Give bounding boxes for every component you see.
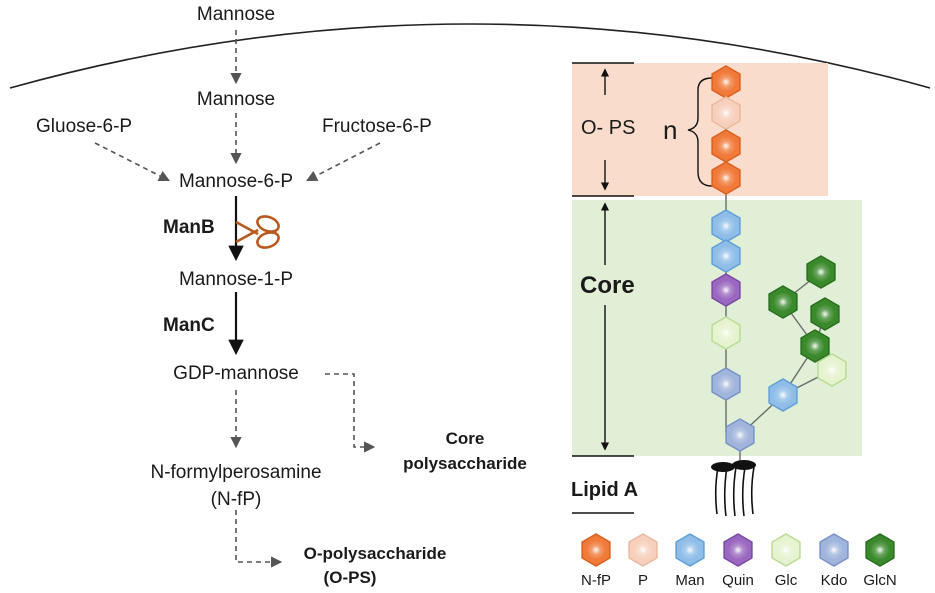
lipid-a-label: Lipid A (571, 479, 639, 501)
dashed-arrows (94, 30, 381, 568)
core-region-label: Core (580, 272, 635, 299)
legend-symbol-glcn (865, 533, 895, 567)
manc-enzyme-label: ManC (163, 315, 215, 336)
core-polysaccharide-line2: polysaccharide (403, 454, 527, 473)
legend-label-glcn: GlcN (863, 572, 897, 589)
arrow-f6p-to-m6p (306, 142, 381, 182)
manb-enzyme-label: ManB (163, 217, 215, 238)
glucose-6-p-label: Gluose-6-P (36, 116, 133, 137)
sugar-nfp-2 (711, 129, 741, 163)
sugar-man-4 (711, 209, 741, 243)
sugar-glcn-13 (810, 297, 840, 331)
legend-label-man: Man (675, 572, 705, 589)
legend-label-glc: Glc (774, 572, 798, 589)
lipid-a-head-right (732, 460, 756, 470)
legend-symbol-kdo (819, 533, 849, 567)
lipid-a-head-left (711, 462, 735, 472)
mannose-1-p-label: Mannose-1-P (178, 269, 294, 290)
legend-label-quin: Quin (722, 572, 754, 589)
sugar-glc-7 (711, 316, 741, 350)
legend-symbol-man (675, 533, 705, 567)
sugar-glc-11 (817, 353, 847, 387)
fructose-6-p-label: Fructose-6-P (322, 116, 432, 137)
mannose-outer-label: Mannose (196, 4, 276, 25)
membrane-curve (9, 23, 931, 89)
nfp-label-line2: (N-fP) (210, 489, 262, 510)
legend-symbol-nfp (581, 533, 611, 567)
arrow-nfp-to-ops (235, 510, 283, 568)
sugar-nfp-3 (711, 161, 741, 195)
ops-region-box (572, 63, 828, 196)
sugar-kdo-9 (725, 418, 755, 452)
lps-sugars (711, 65, 847, 452)
sugar-man-5 (711, 239, 741, 273)
arrow-gdp-to-core (325, 373, 376, 453)
core-polysaccharide-line1: Core (445, 429, 485, 448)
n-repeat-label: n (663, 115, 678, 145)
o-polysaccharide-line2: (O-PS) (323, 568, 377, 587)
legend-symbol-p (628, 533, 658, 567)
nfp-label-line1: N-formylperosamine (150, 462, 322, 483)
o-polysaccharide-line1: O-polysaccharide (303, 544, 447, 563)
legend-symbols (581, 533, 895, 567)
lps-brackets (572, 62, 713, 514)
scissors-icon (235, 215, 280, 249)
legend-label-p: P (637, 572, 649, 589)
lipid-a-tails (714, 466, 755, 517)
legend-label-nfp: N-fP (581, 572, 611, 589)
sugar-glcn-15 (806, 255, 836, 289)
legend-symbol-quin (723, 533, 753, 567)
gdp-mannose-label: GDP-mannose (173, 363, 299, 384)
sugar-man-10 (768, 378, 798, 412)
sugar-quin-6 (711, 273, 741, 307)
sugar-kdo-8 (711, 367, 741, 401)
sugar-p-1 (711, 96, 741, 130)
mannose-inner-label: Mannose (196, 89, 276, 110)
sugar-glcn-14 (768, 285, 798, 319)
n-brace (687, 77, 713, 187)
arrow-g6p-to-m6p (94, 142, 170, 182)
sugar-nfp-0 (711, 65, 741, 99)
ops-region-label: O- PS (581, 117, 636, 139)
legend-label-kdo: Kdo (820, 572, 848, 589)
legend-symbol-glc (771, 533, 801, 567)
sugar-glcn-12 (800, 329, 830, 363)
mannose-6-p-label: Mannose-6-P (178, 171, 294, 192)
